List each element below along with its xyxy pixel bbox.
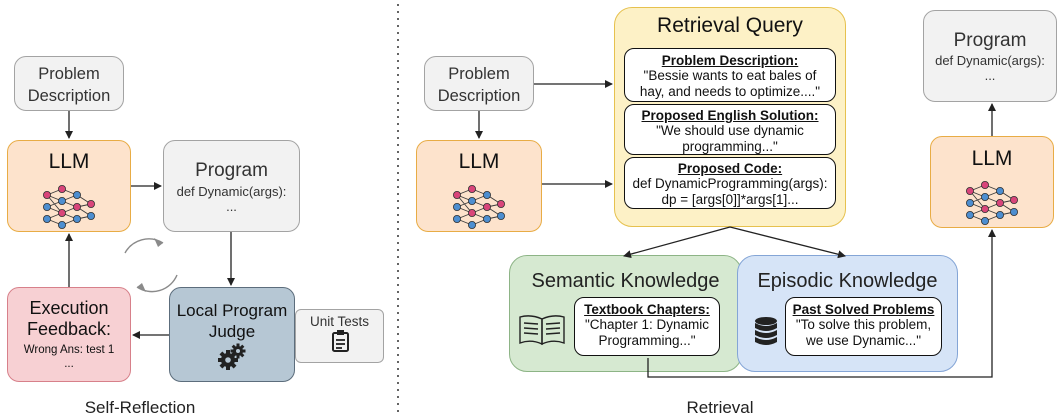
output-program-ellipsis: ...: [984, 68, 996, 83]
output-program-box: [923, 10, 1057, 102]
retrieval-caption: Retrieval: [686, 398, 754, 417]
retrieval-query-title: Retrieval Query: [657, 14, 803, 37]
proposed-code-line2: dp = [args[0]]*args[1]...: [661, 192, 799, 207]
proposed-code-card-text: Proposed Code: def DynamicProgramming(ar…: [624, 161, 836, 208]
program-code: def Dynamic(args):: [176, 184, 287, 199]
past-solved-problems-card-text: Past Solved Problems "To solve this prob…: [785, 302, 942, 349]
execution-detail: Wrong Ans: test 1: [23, 344, 115, 356]
output-llm-label: LLM: [971, 147, 1013, 170]
problem-description-body: "Bessie wants to eat bales of hay, and n…: [639, 68, 821, 99]
problem-description-label: Problem Description: [27, 65, 111, 105]
llm-label: LLM: [48, 150, 90, 173]
llm-box: [7, 140, 131, 232]
retrieval-problem-description-label: Problem Description: [437, 65, 521, 105]
cycle-icon: [124, 238, 178, 293]
retrieval-llm-box: [416, 140, 542, 232]
unit-tests-label: Unit Tests: [309, 314, 370, 329]
english-solution-card-text: Proposed English Solution: "We should us…: [624, 108, 836, 155]
textbook-chapters-card-text: Textbook Chapters: "Chapter 1: Dynamic P…: [574, 302, 720, 349]
proposed-code-heading: Proposed Code:: [677, 161, 783, 176]
english-solution-body: "We should use dynamic programming...": [656, 123, 804, 154]
judge-line1: Local Program: [176, 301, 288, 320]
problem-description-card-text: Problem Description: "Bessie wants to ea…: [624, 53, 836, 100]
textbook-chapters-card: [574, 297, 720, 356]
retrieval-llm-label: LLM: [458, 150, 500, 173]
judge-line2: Judge: [208, 322, 256, 341]
local-program-judge-title: Local Program Judge: [169, 300, 295, 342]
proposed-code-line1: def DynamicProgramming(args):: [632, 176, 828, 191]
program-box: [163, 140, 300, 232]
english-solution-card: [624, 104, 836, 155]
retrieval-problem-description-box: [424, 56, 534, 111]
semantic-knowledge-title: Semantic Knowledge: [531, 270, 720, 292]
output-program-title: Program: [953, 30, 1027, 51]
self-reflection-caption: Self-Reflection: [84, 398, 196, 417]
past-solved-problems-body: "To solve this problem, we use Dynamic..…: [795, 317, 932, 348]
problem-description-box: [14, 56, 124, 111]
past-solved-problems-heading: Past Solved Problems: [792, 302, 935, 317]
program-ellipsis: ...: [226, 199, 237, 214]
execution-ellipsis: ...: [64, 358, 74, 370]
output-program-code: def Dynamic(args):: [935, 53, 1045, 68]
proposed-code-card: [624, 157, 836, 209]
english-solution-heading: Proposed English Solution:: [641, 108, 819, 123]
unit-tests-box: [295, 309, 384, 363]
execution-feedback-title: Execution Feedback:: [7, 298, 131, 340]
textbook-chapters-heading: Textbook Chapters:: [584, 302, 710, 317]
execution-feedback-line2: Feedback:: [26, 319, 112, 339]
output-llm-box: [930, 136, 1054, 228]
execution-feedback-box: [7, 287, 131, 382]
problem-description-card: [624, 48, 836, 102]
problem-description-heading: Problem Description:: [661, 53, 799, 68]
past-solved-problems-card: [785, 297, 942, 356]
textbook-chapters-body: "Chapter 1: Dynamic Programming...": [584, 317, 710, 348]
program-title: Program: [195, 160, 268, 181]
episodic-knowledge-title: Episodic Knowledge: [757, 270, 938, 292]
execution-feedback-line1: Execution: [29, 298, 109, 318]
